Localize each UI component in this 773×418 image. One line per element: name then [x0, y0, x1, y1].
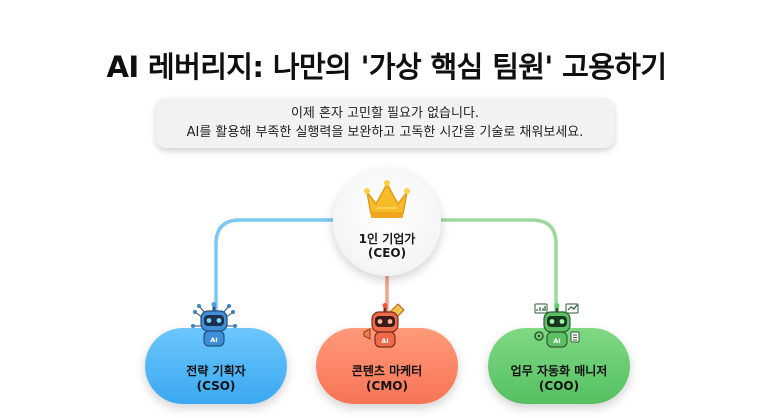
ai-badge: AI — [553, 337, 560, 345]
automation-robot-icon: AI — [534, 303, 580, 348]
marketing-robot-icon: AI — [363, 303, 405, 348]
subtitle-line-2: AI를 활용해 부족한 실행력을 보완하고 고독한 시간을 기술로 채워보세요. — [186, 125, 584, 140]
subtitle-box: 이제 혼자 고민할 필요가 없습니다. AI를 활용해 부족한 실행력을 보완하… — [156, 98, 614, 148]
connector-cso — [214, 218, 335, 332]
ceo-label: 1인 기업가 — [358, 232, 416, 246]
ceo-role: (CEO) — [367, 246, 407, 260]
member-node-cmo: 콘텐츠 마케터 (CMO) — [316, 328, 458, 404]
member-label: 콘텐츠 마케터 — [351, 364, 423, 378]
crown-icon — [364, 180, 410, 218]
subtitle-line-1: 이제 혼자 고민할 필요가 없습니다. — [290, 106, 480, 121]
ai-badge: AI — [210, 336, 217, 344]
member-role: (CMO) — [366, 379, 408, 393]
member-label: 업무 자동화 매니저 — [510, 364, 608, 378]
member-role: (COO) — [538, 379, 580, 393]
page-title: AI 레버리지: 나만의 '가상 핵심 팀원' 고용하기 — [106, 50, 668, 84]
member-label: 전략 기획자 — [186, 364, 246, 378]
connector-coo — [439, 218, 558, 332]
member-role: (CSO) — [196, 379, 236, 393]
strategy-robot-icon: AI — [191, 302, 237, 347]
ai-badge: AI — [381, 337, 388, 345]
ceo-node: 1인 기업가 (CEO) — [333, 168, 441, 276]
